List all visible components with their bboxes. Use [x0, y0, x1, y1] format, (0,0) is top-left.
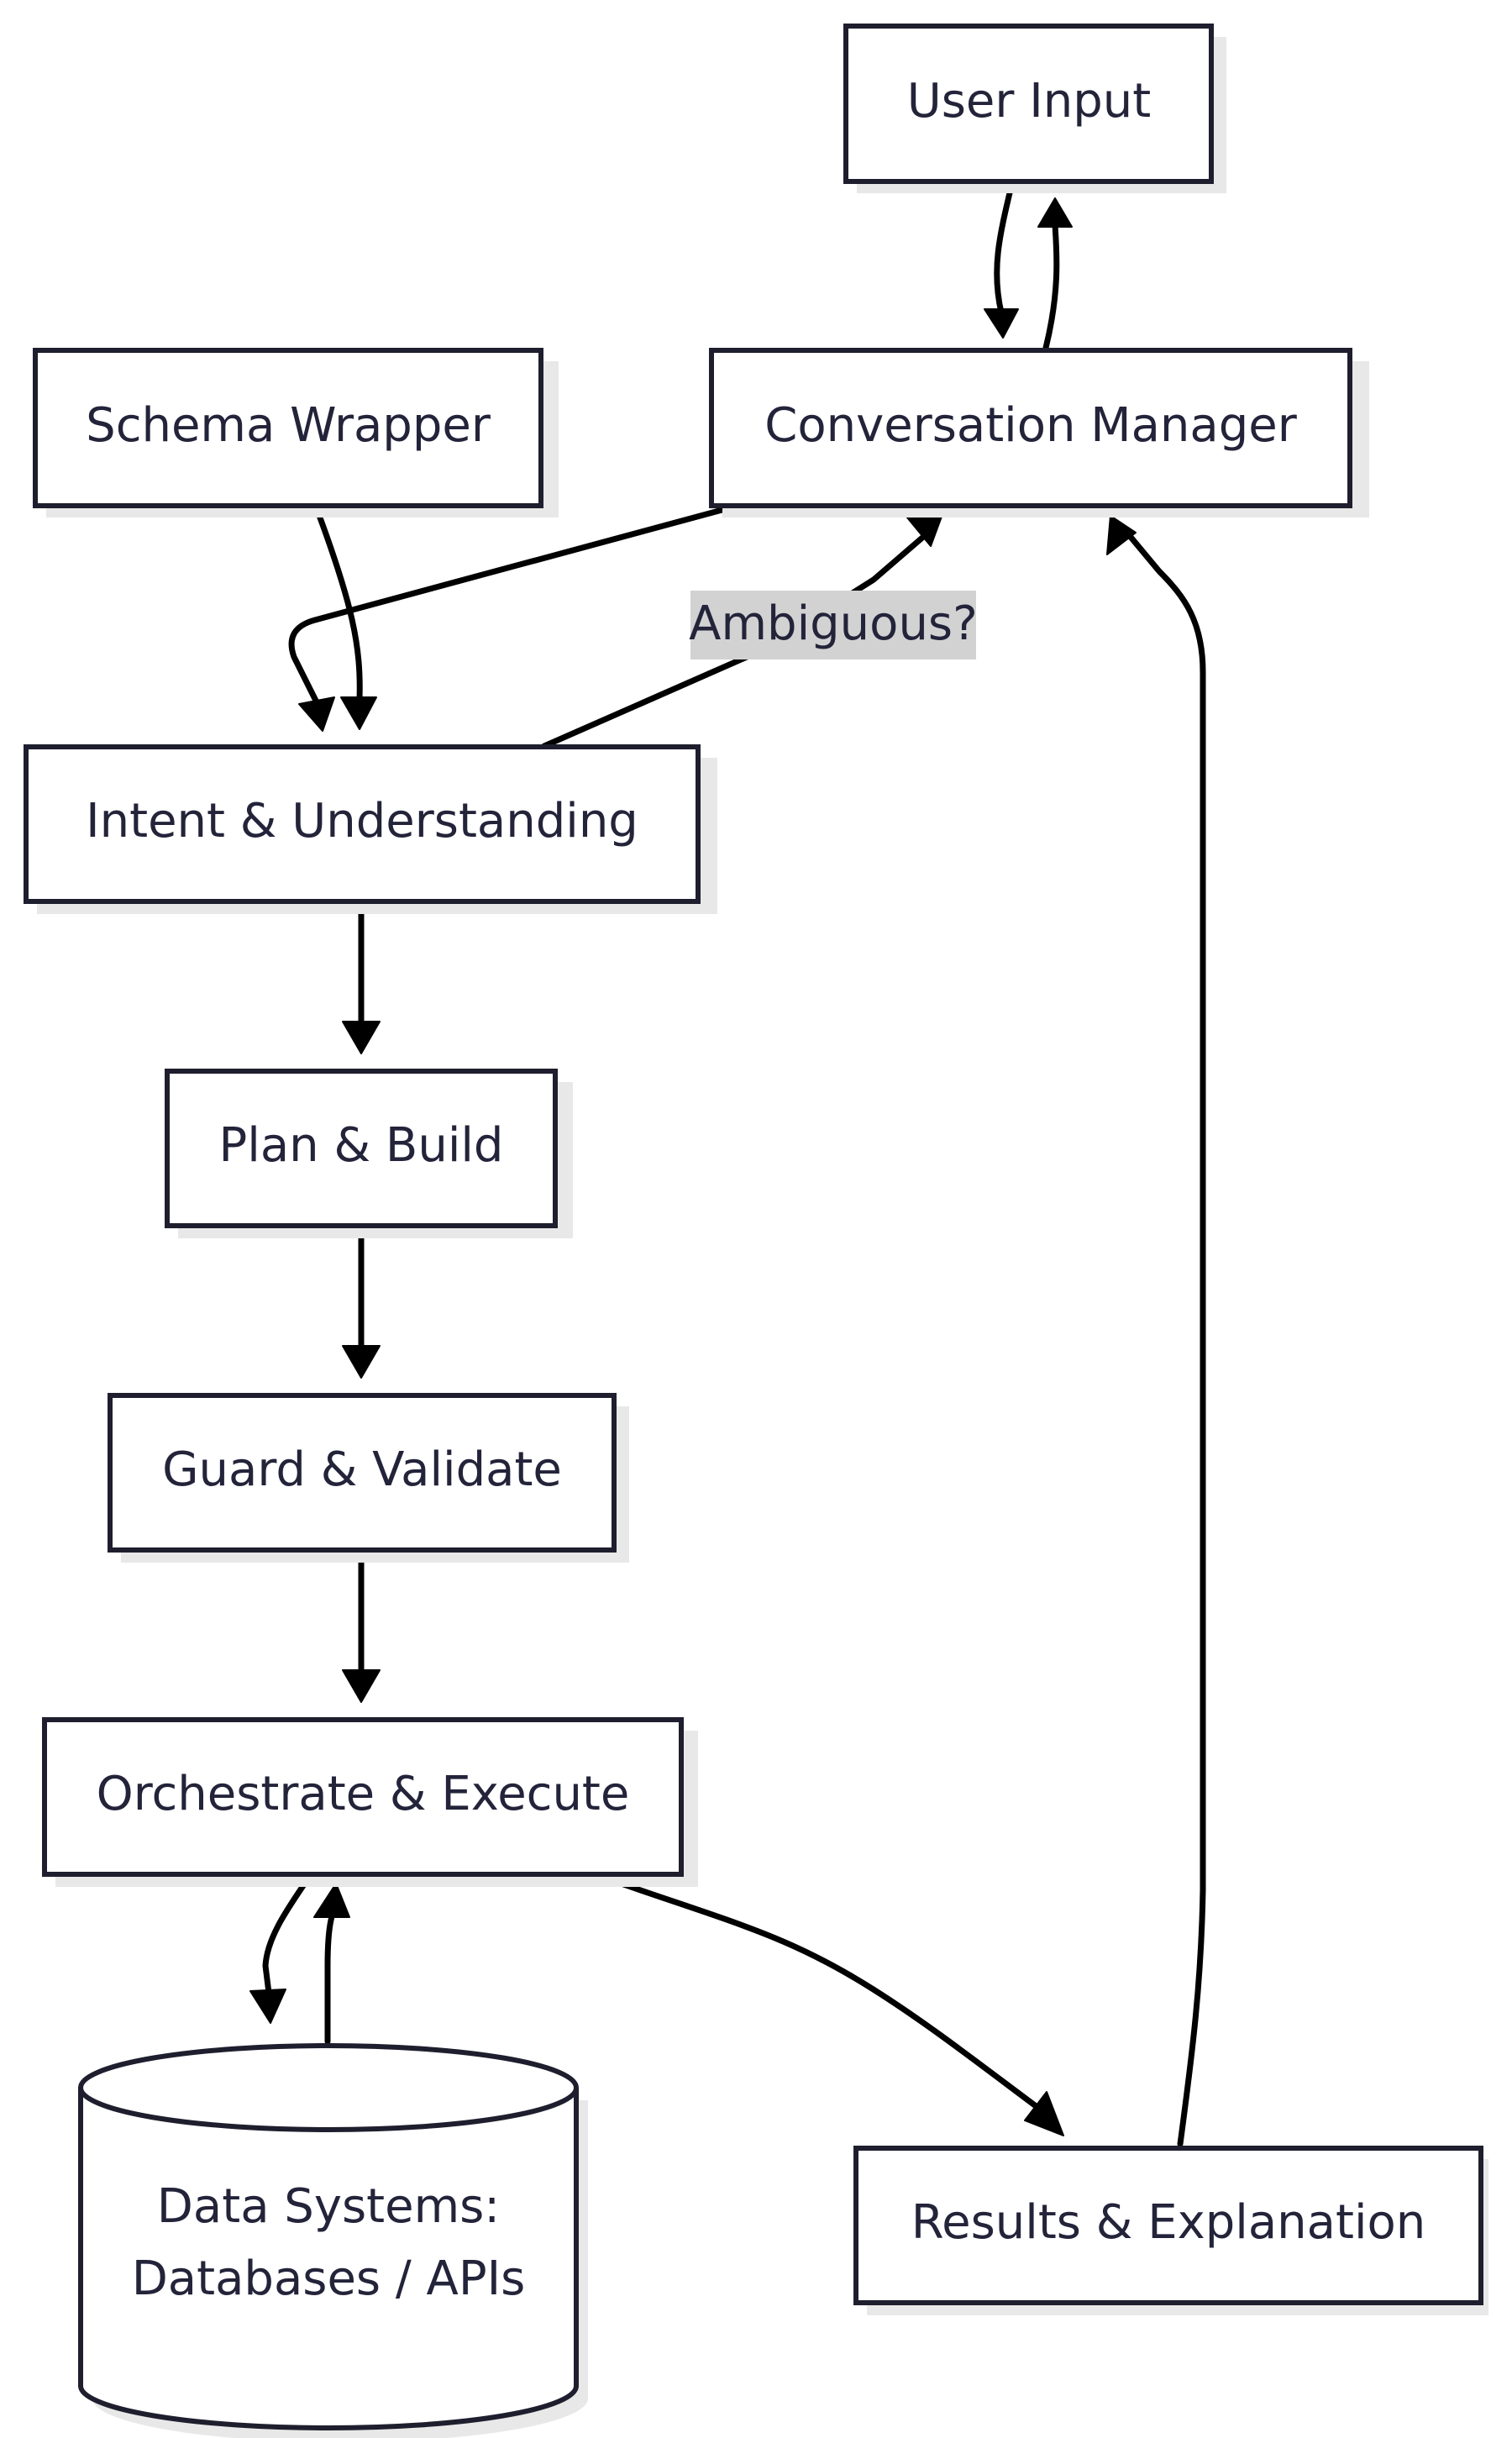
node-results-explanation[interactable]: Results & Explanation — [853, 2146, 1488, 2315]
edge-schema-wrapper-to-intent — [312, 501, 363, 702]
edge-data-systems-to-orchestrate — [324, 1910, 336, 2045]
arrowhead-icon — [342, 1669, 381, 1703]
arrowhead-icon — [984, 308, 1019, 339]
node-data-systems-label-line1: Data Systems: — [157, 2179, 500, 2234]
arrowhead-icon — [298, 696, 335, 732]
edge-conversation-manager-to-user-input — [1042, 222, 1060, 351]
node-intent-understanding[interactable]: Intent & Understanding — [24, 744, 717, 914]
edge-results-to-conversation-manager — [1126, 533, 1206, 2147]
node-schema-wrapper-label: Schema Wrapper — [86, 398, 491, 453]
node-user-input[interactable]: User Input — [843, 24, 1226, 193]
arrowhead-icon — [340, 696, 377, 730]
node-data-systems-label-line2: Databases / APIs — [132, 2251, 526, 2306]
edge-orchestrate-to-results — [589, 1870, 1045, 2114]
node-plan-build[interactable]: Plan & Build — [165, 1069, 573, 1238]
node-results-explanation-label: Results & Explanation — [911, 2195, 1426, 2250]
arrowhead-icon — [249, 1989, 286, 2024]
node-orchestrate-execute-label: Orchestrate & Execute — [97, 1767, 630, 1821]
edge-label-ambiguous-text: Ambiguous? — [689, 596, 978, 651]
arrowhead-icon — [342, 1345, 381, 1379]
arrowhead-icon — [1037, 197, 1073, 228]
node-intent-understanding-label: Intent & Understanding — [86, 794, 638, 849]
node-guard-validate-label: Guard & Validate — [162, 1442, 562, 1497]
node-data-systems-cylinder[interactable]: Data Systems: Databases / APIs — [78, 2043, 588, 2438]
node-conversation-manager[interactable]: Conversation Manager — [709, 348, 1369, 518]
node-user-input-label: User Input — [907, 74, 1151, 129]
arrowhead-icon — [1106, 515, 1137, 555]
node-plan-build-label: Plan & Build — [219, 1118, 504, 1173]
arrowhead-icon — [342, 1021, 381, 1054]
node-conversation-manager-label: Conversation Manager — [764, 398, 1297, 453]
cylinder-top — [78, 2043, 579, 2132]
arrowhead-icon — [313, 1883, 350, 1918]
arrowhead-icon — [906, 513, 943, 547]
node-guard-validate[interactable]: Guard & Validate — [108, 1393, 629, 1563]
edge-label-background — [690, 591, 976, 659]
arrowhead-icon — [1024, 2091, 1064, 2136]
edge-user-input-to-conversation-manager — [994, 179, 1016, 316]
node-schema-wrapper[interactable]: Schema Wrapper — [33, 348, 559, 518]
node-orchestrate-execute[interactable]: Orchestrate & Execute — [42, 1717, 698, 1887]
edge-orchestrate-to-data-systems — [262, 1868, 316, 1996]
edge-label-ambiguous: Ambiguous? — [689, 591, 978, 659]
cylinder-body — [78, 2088, 579, 2430]
edge-conversation-manager-to-intent — [288, 502, 741, 707]
